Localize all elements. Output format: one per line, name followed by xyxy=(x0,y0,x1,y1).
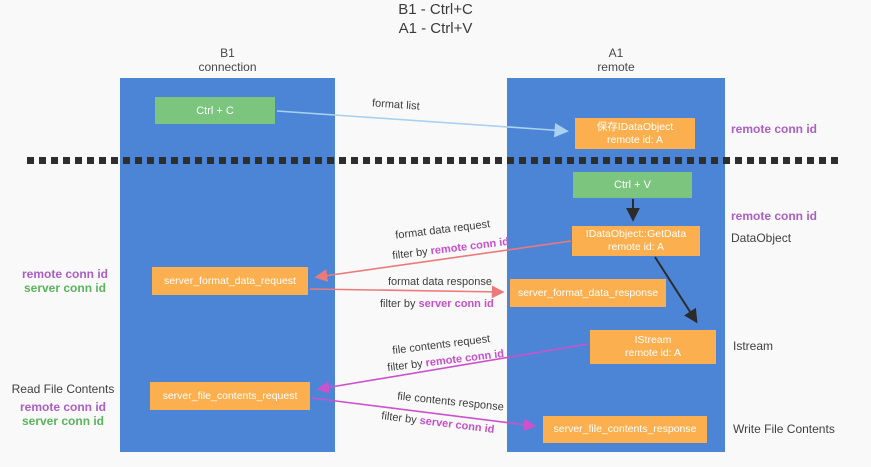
node-save-idataobject-line2: remote id: A xyxy=(606,133,664,146)
node-file-request-label: server_file_contents_request xyxy=(162,389,298,402)
node-server-format-data-request: server_format_data_request xyxy=(152,267,308,295)
node-ctrl-v: Ctrl + V xyxy=(573,172,692,198)
write-file-contents-label: Write File Contents xyxy=(733,422,835,436)
edge-label-filter-server-1: filter by server conn id xyxy=(380,298,494,310)
filter-by-text: filter by xyxy=(380,298,416,310)
lane-b1-title: B1 xyxy=(220,46,235,60)
filter-by-text: filter by xyxy=(380,410,418,427)
remote-conn-id-text: remote conn id xyxy=(429,235,510,258)
node-istream-line1: IStream xyxy=(634,334,672,346)
node-server-format-data-response: server_format_data_response xyxy=(510,279,666,307)
edge-label-file-contents-response: file contents response xyxy=(396,390,505,414)
arrow-format-data-response xyxy=(309,285,505,299)
node-ctrl-c-label: Ctrl + C xyxy=(196,104,234,117)
left-remote-conn-id: remote conn id xyxy=(21,267,108,281)
read-file-contents-block: Read File Contents remote conn id server… xyxy=(8,382,118,428)
node-ctrl-c: Ctrl + C xyxy=(155,97,275,124)
filter-by-text: filter by xyxy=(386,357,424,375)
node-istream: IStream remote id: A xyxy=(590,330,716,364)
read-remote-conn-id: remote conn id xyxy=(19,400,106,414)
node-format-request-label: server_format_data_request xyxy=(164,274,296,287)
node-idataobject-getdata: IDataObject::GetData remote id: A xyxy=(572,226,700,256)
lane-header-b1: B1 connection xyxy=(120,46,335,74)
node-ctrl-v-label: Ctrl + V xyxy=(614,179,651,191)
title-line-2: A1 - Ctrl+V xyxy=(398,20,473,37)
right-remote-conn-id-mid: remote conn id xyxy=(731,209,818,223)
diagram-title: B1 - Ctrl+C A1 - Ctrl+V xyxy=(0,0,871,38)
edge-label-format-list: format list xyxy=(371,97,421,113)
lane-a1-subtitle: remote xyxy=(597,60,635,74)
left-server-conn-id: server conn id xyxy=(23,281,107,295)
server-conn-id-text: server conn id xyxy=(418,298,494,310)
node-server-file-contents-request: server_file_contents_request xyxy=(150,382,310,410)
node-istream-line2: remote id: A xyxy=(624,347,682,359)
filter-by-text: filter by xyxy=(391,245,429,263)
title-line-1: B1 - Ctrl+C xyxy=(398,1,473,18)
right-remote-conn-id-top: remote conn id xyxy=(731,122,818,136)
edge-label-format-data-response: format data response xyxy=(388,276,492,288)
lane-a1-title: A1 xyxy=(608,46,624,60)
node-file-response-label: server_file_contents_response xyxy=(553,423,697,435)
node-getdata-line2: remote id: A xyxy=(607,241,665,253)
phase-divider-dashed-line xyxy=(27,157,840,164)
node-save-idataobject-line1: 保存IDataObject xyxy=(596,120,674,133)
node-format-response-label: server_format_data_response xyxy=(517,286,659,299)
dataobject-label: DataObject xyxy=(731,231,792,245)
lane-b1-subtitle: connection xyxy=(198,60,257,74)
edge-label-format-data-request: format data request xyxy=(394,218,491,242)
node-save-idataobject: 保存IDataObject remote id: A xyxy=(575,118,695,149)
server-conn-id-text: server conn id xyxy=(418,414,496,436)
left-conn-id-block: remote conn id server conn id xyxy=(10,267,120,295)
edge-label-filter-server-2: filter by server conn id xyxy=(381,410,495,436)
istream-label: Istream xyxy=(733,339,774,353)
read-file-contents-label: Read File Contents xyxy=(11,382,115,396)
read-server-conn-id: server conn id xyxy=(21,414,105,428)
node-getdata-line1: IDataObject::GetData xyxy=(585,228,687,240)
node-server-file-contents-response: server_file_contents_response xyxy=(543,416,707,443)
lane-header-a1: A1 remote xyxy=(507,46,725,74)
